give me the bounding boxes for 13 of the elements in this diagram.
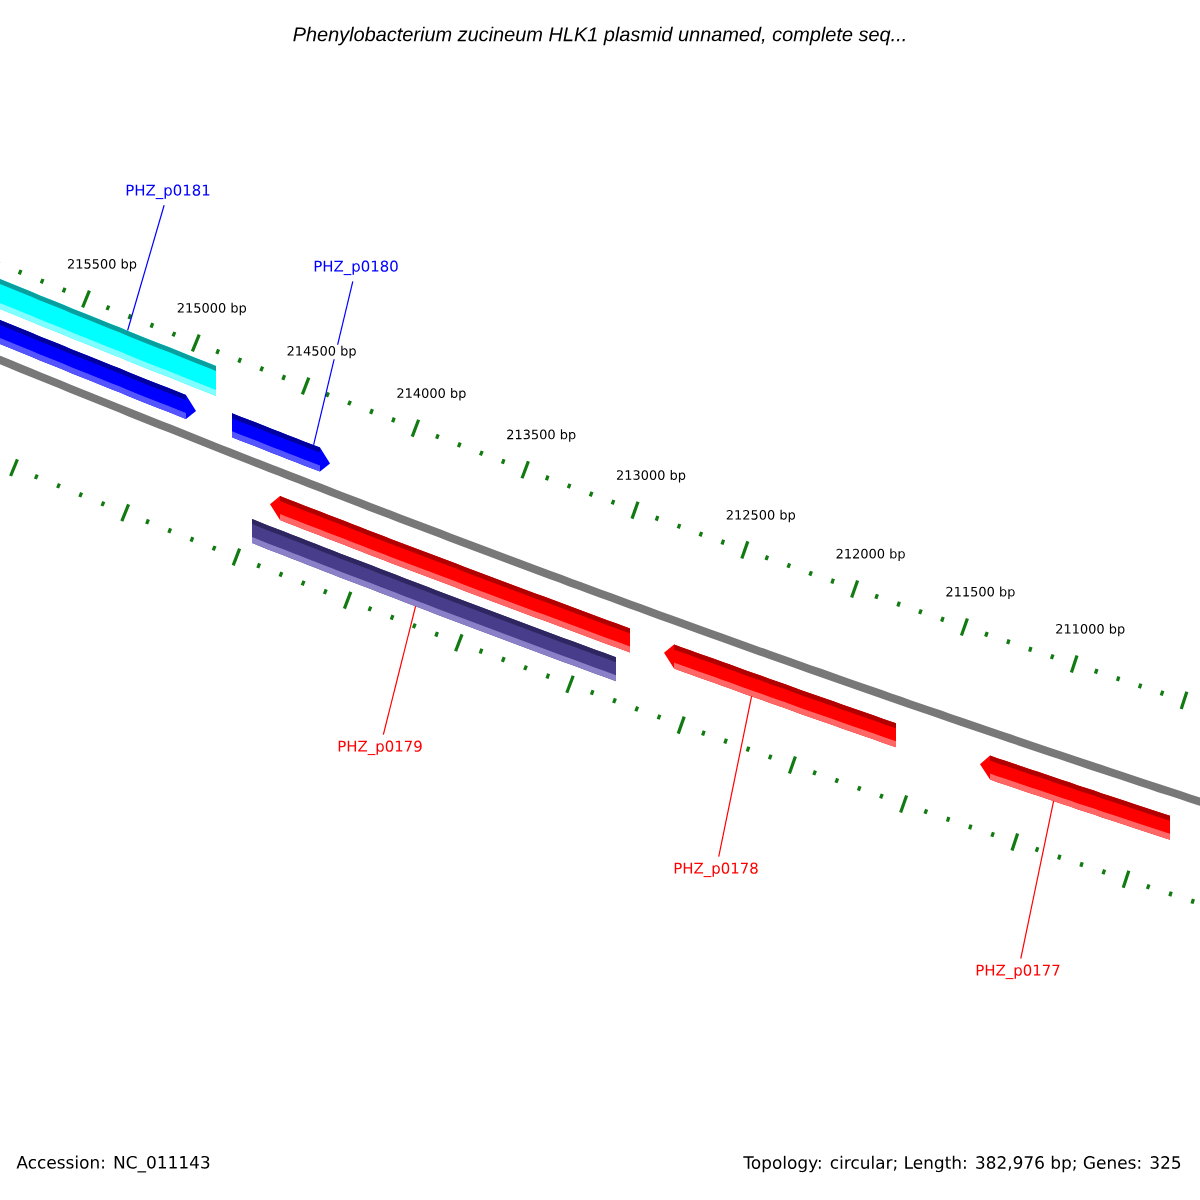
gene-feature [252,519,616,682]
summary-text: Topology: circular; Length: 382,976 bp; Genes: 325 [743,1155,1181,1173]
leader-line [382,605,417,736]
leader-line [718,695,753,858]
gene-feature [0,316,196,419]
leader-line [313,280,354,446]
gene-feature [664,644,896,748]
gene-feature [980,755,1170,840]
leader-line [127,204,165,332]
accession-text: Accession: NC_011143 [16,1155,210,1173]
title: Phenylobacterium zucineum HLK1 plasmid unnamed, complete seq... [293,26,905,46]
leader-line [1020,800,1055,960]
gene-feature [232,413,330,472]
